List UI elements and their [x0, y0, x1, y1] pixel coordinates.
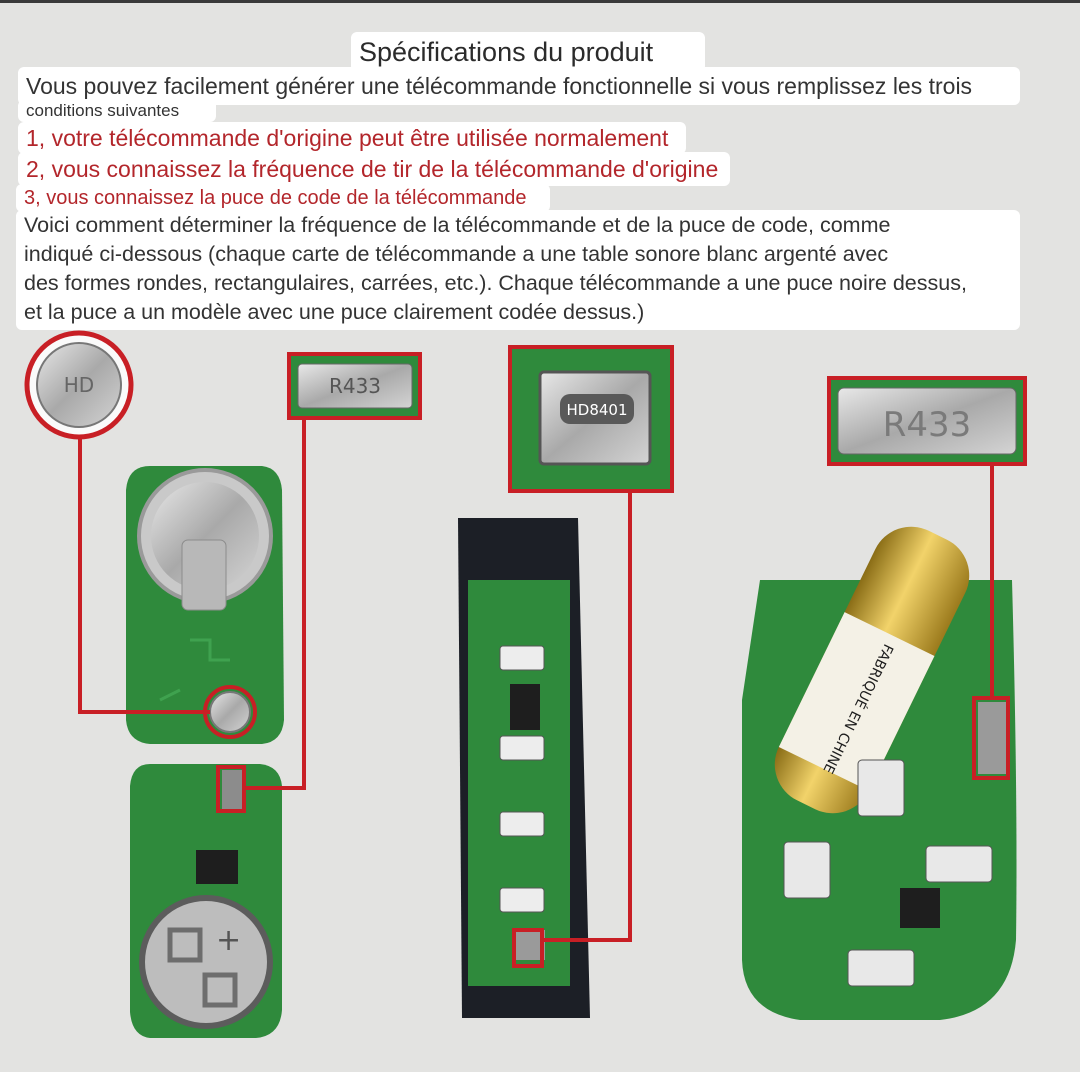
condition-2: 2, vous connaissez la fréquence de tir d…: [18, 152, 730, 186]
square-chip-label: HD8401: [566, 401, 627, 419]
inset-rect-resonator-1: R433: [287, 352, 422, 420]
round-resonator-label: HD: [64, 373, 94, 397]
svg-text:+: +: [216, 923, 241, 958]
inset-square-chip: HD8401: [508, 345, 674, 493]
explanation-line-4: et la puce a un modèle avec une puce cla…: [24, 300, 645, 324]
remote-board-1: [126, 466, 284, 744]
remote-board-2: +: [130, 764, 282, 1038]
explanation-text: Voici comment déterminer la fréquence de…: [16, 210, 1020, 330]
rect-resonator-2-label: R433: [883, 405, 972, 445]
intro-line-1: Vous pouvez facilement générer une téléc…: [18, 67, 1020, 105]
rect-resonator-1-label: R433: [329, 374, 381, 398]
round-resonator-small: [209, 691, 251, 733]
condition-1: 1, votre télécommande d'origine peut êtr…: [18, 122, 686, 154]
condition-3: 3, vous connaissez la puce de code de la…: [16, 184, 550, 212]
rect-resonator-small: [978, 702, 1006, 774]
inset-rect-resonator-2: R433: [827, 376, 1027, 466]
code-chip-2: [510, 684, 540, 730]
code-chip-3: [900, 888, 940, 928]
top-border: [0, 0, 1080, 3]
callout-lines: [78, 418, 1010, 968]
code-chip-1: [196, 850, 238, 884]
explanation-line-1: Voici comment déterminer la fréquence de…: [24, 213, 891, 237]
explanation-line-2: indiqué ci-dessous (chaque carte de télé…: [24, 242, 889, 266]
remote-board-3: [458, 518, 590, 1018]
intro-line-2: conditions suivantes: [18, 100, 216, 122]
page-title: Spécifications du produit: [351, 32, 705, 72]
explanation-line-3: des formes rondes, rectangulaires, carré…: [24, 271, 967, 295]
inset-round-resonator: HD: [24, 330, 134, 440]
aa-battery: FABRIQUÉ EN CHINE: [774, 526, 970, 814]
remote-board-4: FABRIQUÉ EN CHINE: [742, 526, 1017, 1020]
